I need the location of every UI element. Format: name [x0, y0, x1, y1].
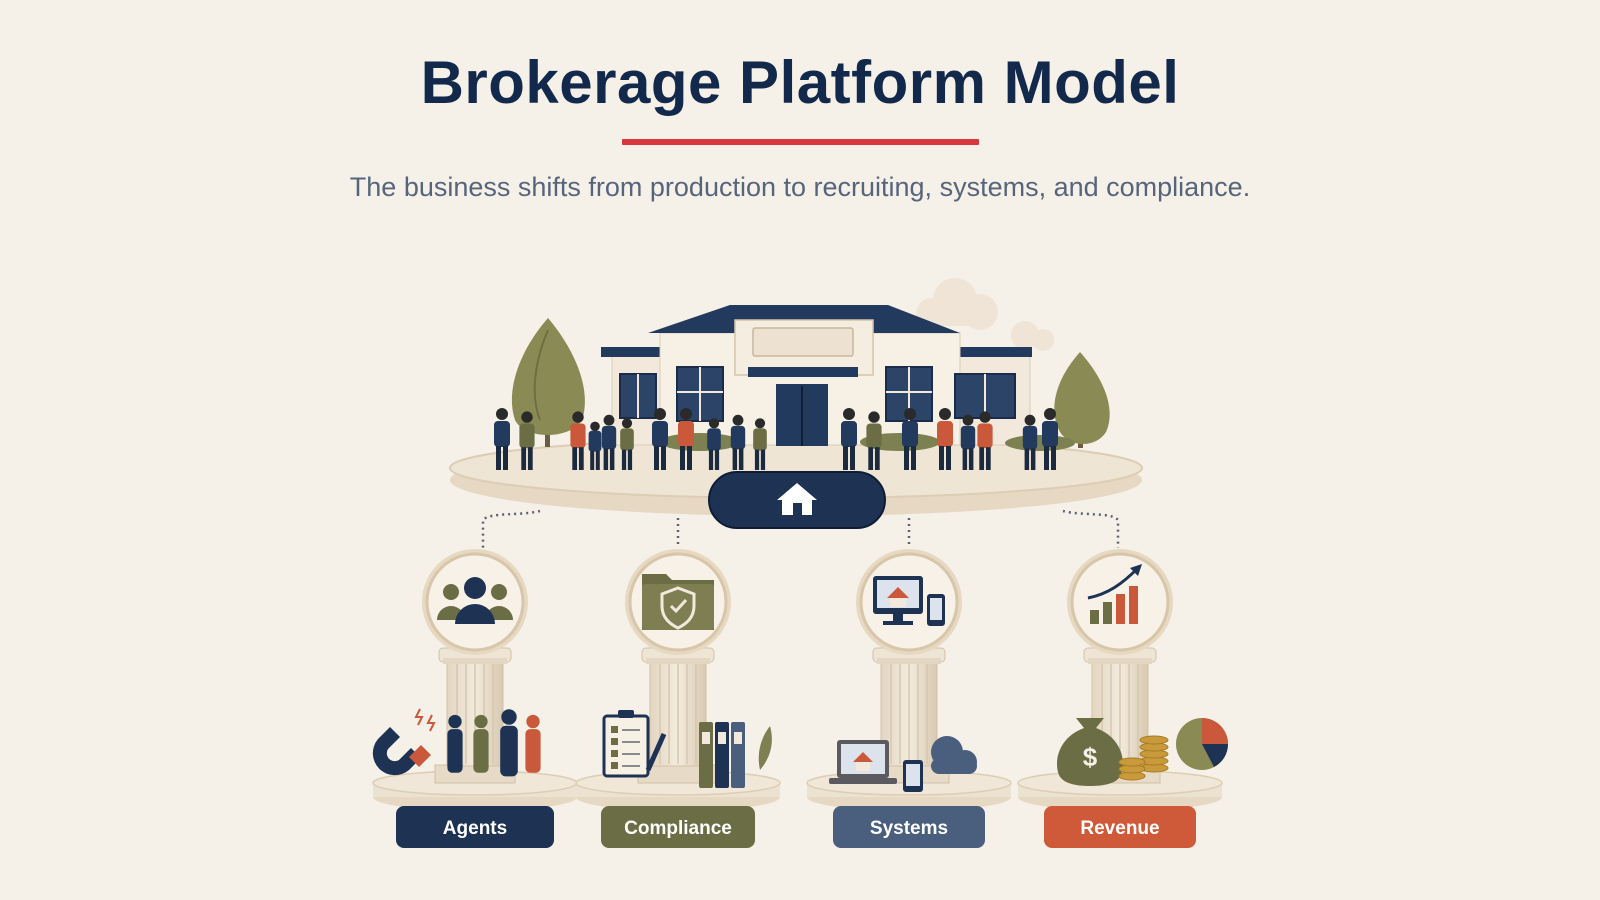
- person-figure: [1042, 408, 1058, 470]
- pillar-label-text: Agents: [443, 818, 507, 839]
- pillar-label-text: Compliance: [624, 818, 732, 839]
- laptop-cloud-icon: [829, 736, 977, 792]
- person-figure: [866, 411, 882, 470]
- person-figure: [707, 418, 721, 470]
- person-figure: [902, 408, 918, 470]
- person-figure: [977, 411, 993, 470]
- person-figure: [841, 408, 857, 470]
- brokerage-office-building: [601, 305, 1075, 451]
- hub-home-button[interactable]: [708, 471, 886, 529]
- house-icon: [777, 483, 817, 515]
- shield-folder-icon: [642, 574, 714, 630]
- binders-icon: [699, 722, 772, 788]
- pillar-label-text: Systems: [870, 818, 948, 839]
- pillar-compliance: Compliance: [575, 549, 781, 848]
- money-bag-icon: $: [1057, 718, 1228, 786]
- pillar-label-compliance[interactable]: Compliance: [601, 806, 755, 848]
- devices-icon: [873, 576, 945, 626]
- pillar-agents: Agents: [372, 549, 578, 848]
- person-figure: [652, 408, 668, 470]
- people-icon: [437, 577, 513, 624]
- person-figure: [960, 414, 976, 470]
- pillar-revenue: $ Revenue: [1017, 549, 1228, 848]
- person-figure: [753, 418, 767, 470]
- pillar-systems: Systems: [806, 549, 1012, 848]
- connector-lines: [481, 509, 1120, 548]
- checklist-icon: [602, 710, 667, 778]
- person-figure: [1022, 414, 1038, 470]
- pillar-label-agents[interactable]: Agents: [396, 806, 554, 848]
- pillar-label-revenue[interactable]: Revenue: [1044, 806, 1196, 848]
- svg-text:$: $: [1083, 742, 1098, 772]
- cloud-decoration: [916, 278, 1054, 351]
- agent-crowd: [494, 408, 1058, 470]
- person-figure: [730, 414, 746, 470]
- magnet-icon: [372, 708, 436, 776]
- person-figure: [494, 408, 510, 470]
- agent-figures: [447, 709, 541, 777]
- person-figure: [519, 411, 535, 470]
- growth-chart-icon: [1087, 564, 1142, 624]
- page-title: Brokerage Platform Model: [420, 49, 1180, 116]
- page-subtitle: The business shifts from production to r…: [349, 172, 1251, 202]
- person-figure: [620, 418, 634, 470]
- person-figure: [678, 408, 694, 470]
- person-figure: [937, 408, 953, 470]
- tree-left: [511, 318, 585, 447]
- person-figure: [588, 421, 602, 470]
- person-figure: [570, 411, 586, 470]
- pillar-label-systems[interactable]: Systems: [833, 806, 985, 848]
- pillar-label-text: Revenue: [1080, 818, 1159, 839]
- title-underline: [622, 139, 979, 145]
- person-figure: [601, 414, 617, 470]
- tree-right: [1054, 352, 1110, 448]
